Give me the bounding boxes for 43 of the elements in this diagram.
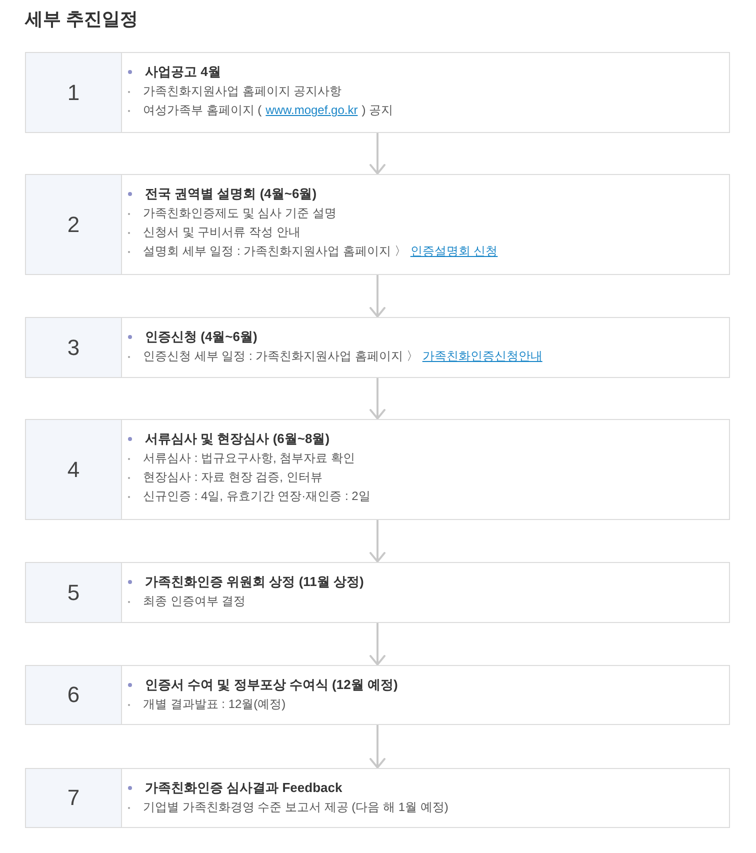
bullet-text: 기업별 가족친화경영 수준 보고서 제공 (다음 해 1월 예정) [143,799,448,816]
link: www.mogef.go.kr [266,103,358,117]
heading: 가족친화인증 심사결과 Feedback [145,778,342,796]
number-cell: 5 [26,563,122,622]
title: 세부 추진일정 [25,8,138,31]
arrow [370,725,386,768]
link: 가족친화인증신청안내 [422,349,542,363]
number-cell: 1 [26,53,122,132]
link: 인증설명회 신청 [410,244,498,258]
step-box [25,665,730,725]
heading: 가족친화인증 위원회 상정 (11월 상정) [145,572,364,590]
bullet-text: 가족친화지원사업 홈페이지 공지사항 [143,83,342,100]
heading: 서류심사 및 현장심사 (6월~8월) [145,430,330,448]
arrow [370,520,386,562]
heading: 인증서 수여 및 정부포상 수여식 (12월 예정) [145,676,398,694]
step-box [25,174,730,275]
bullet-text: 여성가족부 홈페이지 ( www.mogef.go.kr ) 공지 [143,102,394,119]
bullet-text: 신규인증 : 4일, 유효기간 연장·재인증 : 2일 [143,488,370,505]
arrow [370,133,386,174]
arrow [370,275,386,318]
step-box [25,52,730,133]
number-cell: 3 [26,318,122,377]
bullet-text: 인증신청 세부 일정 : 가족친화지원사업 홈페이지 〉 가족친화인증신청안내 [143,348,544,365]
bullet-text: 가족친화인증제도 및 심사 기준 설명 [143,205,336,222]
number-cell: 2 [26,175,122,274]
arrow [370,378,386,420]
bullet-text: 신청서 및 구비서류 작성 안내 [143,224,300,241]
bullet-text: 최종 인증여부 결정 [143,593,246,610]
bullet-text: 서류심사 : 법규요구사항, 첨부자료 확인 [143,450,356,467]
step-box [25,419,730,520]
step-box [25,562,730,623]
heading: 인증신청 (4월~6월) [145,328,258,346]
heading: 전국 권역별 설명회 (4월~6월) [145,184,317,202]
step-box [25,768,730,828]
number-cell: 7 [26,769,122,827]
number-cell: 6 [26,666,122,724]
bullet-text: 현장심사 : 자료 현장 검증, 인터뷰 [143,469,322,486]
bullet-text: 설명회 세부 일정 : 가족친화지원사업 홈페이지 〉 인증설명회 신청 [143,243,499,260]
arrow [370,623,386,666]
bullet-text: 개별 결과발표 : 12월(예정) [143,696,286,713]
heading: 사업공고 4월 [145,62,221,80]
step-box [25,317,730,378]
number-cell: 4 [26,420,122,519]
